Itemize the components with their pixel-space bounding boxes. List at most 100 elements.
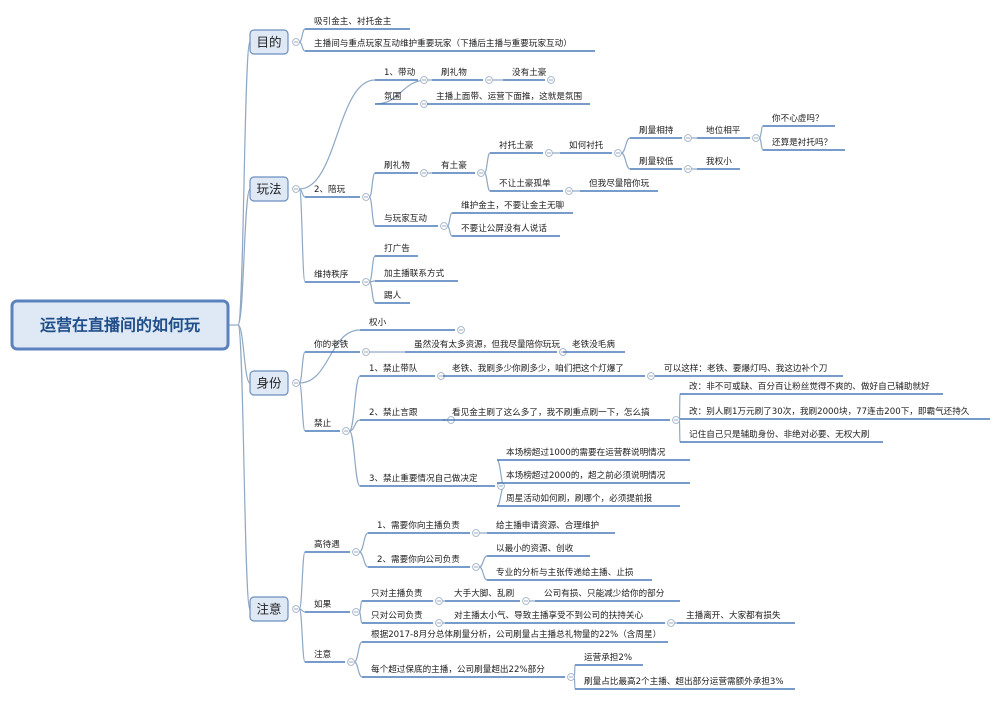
branch-4-2-1-1-collapse-toggle[interactable] (522, 597, 530, 605)
branch-3-3-1-1-collapse-toggle[interactable] (647, 372, 655, 380)
branch-3-3-2-1-3[interactable]: 记住自己只是辅助身份、非绝对必要、无权大刷 (680, 428, 883, 443)
branch-2-1-2[interactable]: 氛围 (375, 90, 418, 105)
branch-4-1-1-1[interactable]: 给主播申请资源、合理维护 (487, 519, 615, 534)
branch-2-2-collapse-toggle[interactable] (362, 193, 370, 201)
branch-2-3-3[interactable]: 踢人 (375, 290, 410, 304)
branch-2-1-1[interactable]: 刷礼物 (432, 66, 483, 81)
branch-2-2-1-1-1-collapse-toggle[interactable] (545, 149, 553, 157)
branch-2-collapse-toggle[interactable] (292, 185, 300, 193)
branch-1-1[interactable]: 吸引金主、衬托金主 (305, 15, 410, 30)
branch-2-2-1-collapse-toggle[interactable] (420, 169, 428, 177)
branch-3-3-collapse-toggle[interactable] (342, 427, 350, 435)
branch-4-3-2-1[interactable]: 运营承担2% (575, 651, 643, 666)
branch-3-1-collapse-toggle[interactable] (457, 326, 465, 334)
branch-2-2-1-1-2[interactable]: 不让土豪孤单 (490, 177, 563, 192)
branch-3-2-collapse-toggle[interactable] (362, 348, 370, 356)
branch-2-2-1-1-1-1-1-1-collapse-toggle[interactable] (752, 134, 760, 142)
branch-3-3-3-2[interactable]: 本场榜超过2000的，超之前必须说明情况 (497, 469, 690, 484)
branch-2-2-1-1[interactable]: 有土豪 (432, 159, 475, 174)
branch-2-2-2-collapse-toggle[interactable] (440, 222, 448, 230)
branch-2-2-1-1-2-1[interactable]: 但我尽量陪你玩 (580, 177, 658, 192)
branch-2-2-2[interactable]: 与玩家互动 (375, 212, 438, 227)
branch-2-2-1-1-1-1-2-1[interactable]: 我权小 (697, 155, 740, 170)
branch-2-2-1-1-1-1-1-1[interactable]: 地位相平 (697, 124, 750, 139)
branch-4-2-2-1-collapse-toggle[interactable] (667, 619, 675, 627)
branch-2-2[interactable]: 2、陪玩 (305, 183, 360, 198)
branch-2-2-1-1-collapse-toggle[interactable] (477, 169, 485, 177)
branch-3-3-1[interactable]: 1、禁止带队 (360, 362, 435, 377)
branch-2-1-collapse-toggle[interactable] (420, 76, 428, 84)
branch-1-collapse-toggle[interactable] (292, 38, 300, 46)
branch-3-2-1-1[interactable]: 老铁没毛病 (563, 338, 625, 353)
branch-2-2-1-1-1-1-collapse-toggle[interactable] (614, 149, 622, 157)
branch-4-3[interactable]: 注意 (305, 648, 345, 663)
branch-3-1[interactable]: 权小 (360, 316, 455, 331)
branch-2-1-2-collapse-toggle[interactable] (420, 100, 428, 108)
branch-4-2-2[interactable]: 只对公司负责 (362, 609, 433, 624)
branch-4-1-collapse-toggle[interactable] (352, 548, 360, 556)
branch-4-3-2[interactable]: 每个超过保底的主播，公司刷量超出22%部分 (362, 663, 565, 678)
branch-4-collapse-toggle[interactable] (292, 605, 300, 613)
branch-3[interactable]: 身份 (249, 370, 289, 396)
branch-4-2-2-collapse-toggle[interactable] (435, 619, 443, 627)
branch-3-3-1-1-1[interactable]: 可以这样：老铁、要爆灯吗、我这边补个刀 (655, 362, 843, 377)
branch-4-3-2-collapse-toggle[interactable] (567, 673, 575, 681)
branch-3-2-1[interactable]: 虽然没有太多资源，但我尽量陪你玩玩 (405, 338, 561, 353)
branch-3-3-1-1[interactable]: 老铁、我刷多少你刷多少，咱们把这个灯爆了 (443, 362, 645, 377)
branch-2-2-1-1-1-1-1-collapse-toggle[interactable] (684, 134, 692, 142)
branch-4-2-2-1-1[interactable]: 主播离开、大家都有损失 (677, 609, 795, 624)
branch-3-3-3[interactable]: 3、禁止重要情况自己做决定 (360, 472, 495, 487)
branch-3-3-2[interactable]: 2、禁止言跟 (360, 406, 445, 421)
branch-2-2-1-1-1[interactable]: 衬托土豪 (490, 139, 543, 154)
branch-2-1-1-1-collapse-toggle[interactable] (547, 76, 555, 84)
branch-2-2-1-1-1-1-1[interactable]: 刷量相持 (630, 124, 682, 139)
branch-2-2-1-1-1-1-2-collapse-toggle[interactable] (684, 165, 692, 173)
branch-2-1-2-1[interactable]: 主播上面带、运营下面推，这就是氛围 (427, 90, 590, 105)
branch-2-3-2[interactable]: 加主播联系方式 (375, 267, 458, 282)
branch-3-3[interactable]: 禁止 (305, 417, 340, 432)
branch-2-2-1-1-2-collapse-toggle[interactable] (565, 187, 573, 195)
branch-2-1[interactable]: 1、带动 (375, 67, 418, 81)
branch-3-3-3-collapse-toggle[interactable] (497, 482, 505, 490)
branch-3-3-3-1[interactable]: 本场榜超过1000的需要在运营群说明情况 (497, 446, 690, 461)
branch-2-3[interactable]: 维持秩序 (305, 268, 360, 283)
branch-4-2-1-1[interactable]: 大手大脚、乱刷 (445, 587, 520, 602)
branch-1[interactable]: 目的 (249, 29, 289, 55)
branch-4[interactable]: 注意 (249, 596, 289, 622)
branch-4-1-1[interactable]: 1、需要你向主播负责 (368, 519, 470, 534)
branch-2-1-1-collapse-toggle[interactable] (485, 76, 493, 84)
branch-3-3-2-1-collapse-toggle[interactable] (672, 416, 680, 424)
branch-3-collapse-toggle[interactable] (292, 379, 300, 387)
branch-4-1-2-2[interactable]: 专业的分析与主张传递给主播、止损 (487, 566, 652, 581)
branch-2-2-1-1-1-1-1-1-2[interactable]: 还算是衬托吗？ (763, 136, 845, 151)
branch-3-3-2-1-2[interactable]: 改：别人刷1万元刷了30次，我刷2000块，77连击200下，即霸气还持久 (680, 405, 990, 420)
branch-1-2[interactable]: 主播间与重点玩家互动维护重要玩家（下播后主播与重要玩家互动） (305, 37, 595, 52)
branch-2-1-1-1[interactable]: 没有土豪 (503, 66, 547, 81)
branch-4-1[interactable]: 高待遇 (305, 538, 350, 553)
branch-4-1-2-1[interactable]: 以最小的资源、创收 (487, 542, 590, 557)
branch-3-3-3-3[interactable]: 周星活动如何刷，刷哪个，必须提前报 (497, 492, 680, 507)
branch-2-2-1[interactable]: 刷礼物 (375, 159, 418, 174)
branch-2-2-1-1-1-1-1-1-1[interactable]: 你不心虚吗？ (763, 112, 835, 127)
branch-4-2-1-collapse-toggle[interactable] (435, 597, 443, 605)
branch-4-2[interactable]: 如果 (305, 598, 350, 613)
branch-3-3-1-collapse-toggle[interactable] (437, 372, 445, 380)
root-node[interactable]: 运营在直播间的如何玩 (10, 299, 230, 351)
branch-2[interactable]: 玩法 (249, 176, 289, 202)
branch-4-2-2-1[interactable]: 对主播太小气、导致主播享受不到公司的扶持关心 (445, 609, 665, 624)
branch-4-3-1[interactable]: 根据2017-8月分总体刷量分析，公司刷量占主播总礼物量的22%（含周星） (362, 628, 668, 643)
branch-2-2-2-2[interactable]: 不要让公屏没有人说话 (452, 222, 560, 237)
branch-3-3-2-1-1[interactable]: 改：非不可或缺、百分百让粉丝觉得不爽的、做好自己辅助就好 (680, 380, 943, 395)
branch-2-2-1-1-1-1[interactable]: 如何衬托 (560, 139, 612, 154)
branch-4-1-2[interactable]: 2、需要你向公司负责 (368, 553, 470, 568)
branch-2-2-1-1-1-1-2[interactable]: 刷量较低 (630, 155, 682, 170)
branch-4-2-collapse-toggle[interactable] (352, 608, 360, 616)
branch-4-2-1-1-1[interactable]: 公司有损、只能减少给你的部分 (535, 587, 680, 602)
branch-3-2[interactable]: 你的老铁 (305, 338, 360, 353)
branch-4-3-2-2[interactable]: 刷量占比最高2个主播、超出部分运营需额外承担3% (575, 675, 795, 690)
branch-2-2-2-1[interactable]: 维护金主，不要让金主无聊 (452, 199, 573, 214)
branch-4-2-1[interactable]: 只对主播负责 (362, 587, 433, 602)
branch-2-3-collapse-toggle[interactable] (362, 278, 370, 286)
branch-4-3-collapse-toggle[interactable] (347, 658, 355, 666)
branch-4-1-1-collapse-toggle[interactable] (472, 529, 480, 537)
